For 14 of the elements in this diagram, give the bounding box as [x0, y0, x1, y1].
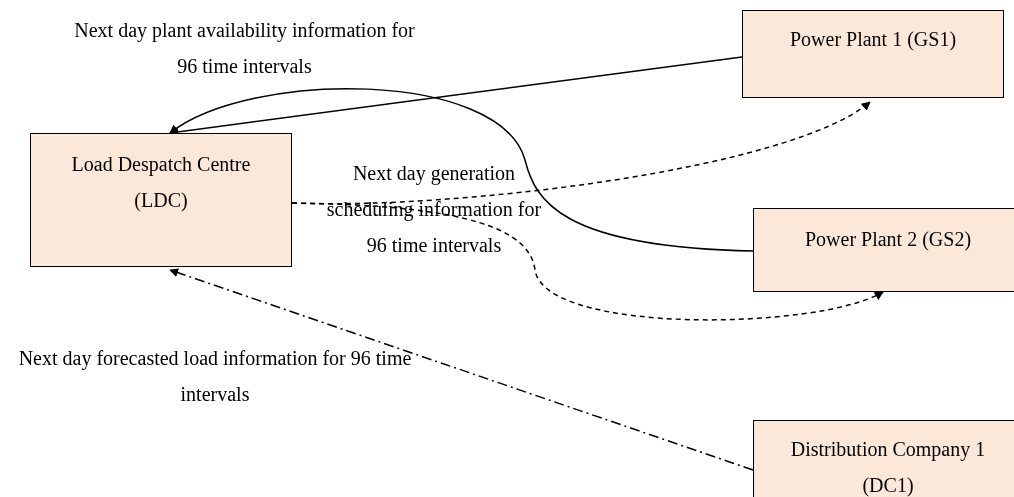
box-label: Load Despatch Centre (LDC) [71, 152, 251, 213]
annotation-text: Next day plant availability information for 96 time intervals [73, 18, 416, 79]
box-label: Power Plant 1 (GS1) [788, 27, 958, 53]
annotation-text: Next day generation scheduling information for 96 time intervals [325, 161, 543, 258]
box-label: Power Plant 2 (GS2) [803, 227, 973, 253]
arrow [291, 202, 884, 321]
process-box [30, 133, 292, 267]
annotation-text: Next day forecasted load information for 96 time intervals [17, 346, 413, 407]
arrow [169, 88, 754, 252]
process-box [753, 420, 1014, 497]
process-box [753, 208, 1014, 292]
arrow [169, 268, 754, 471]
box-label: Distribution Company 1 (DC1) [789, 437, 987, 497]
process-box [742, 10, 1004, 98]
